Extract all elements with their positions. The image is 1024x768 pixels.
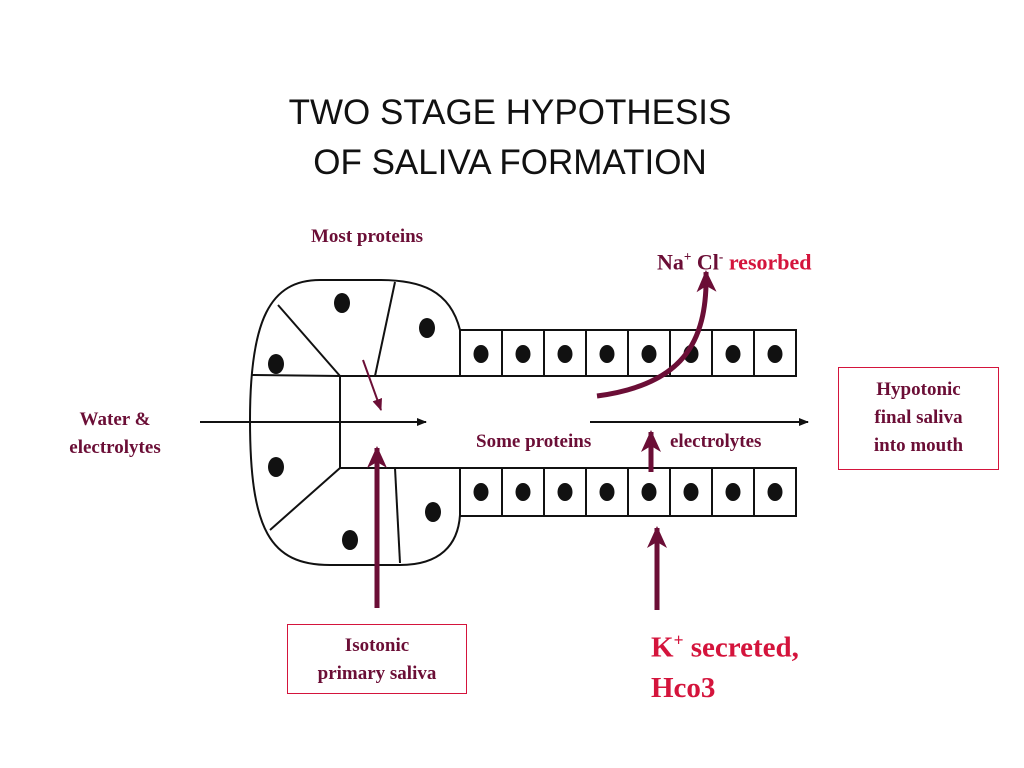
- nucleus: [425, 502, 441, 522]
- hco3-label: Hco3: [651, 671, 716, 704]
- nucleus: [683, 483, 699, 501]
- cell-divider: [269, 467, 341, 531]
- nucleus: [557, 483, 573, 501]
- page-title: TWO STAGE HYPOTHESIS OF SALIVA FORMATION: [240, 88, 780, 188]
- water-electrolytes-line: electrolytes: [69, 437, 161, 458]
- cell-divider: [394, 467, 401, 564]
- na-cl-resorbed-arrow: [596, 270, 717, 399]
- na-charge: +: [683, 249, 692, 264]
- duct-cell: [753, 467, 797, 517]
- nucleus: [725, 483, 741, 501]
- na-cl-resorbed-label: Na+ Cl- resorbed: [657, 249, 812, 275]
- nucleus: [515, 345, 531, 363]
- final-saliva-line: final saliva: [874, 407, 963, 428]
- nucleus: [334, 293, 350, 313]
- resorbed-label: resorbed: [723, 249, 812, 275]
- nucleus: [515, 483, 531, 501]
- nucleus: [641, 345, 657, 363]
- duct-top-row: [459, 329, 797, 377]
- cell-divider: [251, 374, 341, 377]
- primary-saliva-line: primary saliva: [317, 663, 437, 684]
- cl-label: Cl: [691, 249, 719, 275]
- water-electrolytes-label: Water & electrolytes: [40, 406, 190, 462]
- duct-cell: [753, 329, 797, 377]
- water-label: Water &: [79, 409, 151, 430]
- hypotonic-box: Hypotonic final saliva into mouth: [838, 367, 999, 470]
- nucleus: [268, 354, 284, 374]
- k-charge: +: [673, 630, 684, 650]
- acinus-outline: [248, 279, 461, 566]
- title-line-1: TWO STAGE HYPOTHESIS: [288, 93, 732, 132]
- electrolytes-label: electrolytes: [670, 431, 762, 452]
- nucleus: [725, 345, 741, 363]
- some-proteins-label: Some proteins: [476, 431, 592, 452]
- most-proteins-label: Most proteins: [311, 226, 424, 247]
- k-label: K: [651, 631, 674, 664]
- nucleus: [342, 530, 358, 550]
- nucleus: [557, 345, 573, 363]
- isotonic-box: Isotonic primary saliva: [287, 624, 467, 694]
- nucleus: [599, 345, 615, 363]
- nucleus: [473, 483, 489, 501]
- most-proteins-arrow: [362, 359, 382, 411]
- k-secreted-label: K+ secreted, Hco3: [651, 620, 799, 708]
- cl-charge: -: [718, 249, 724, 264]
- acinus: [248, 279, 461, 566]
- into-mouth-line: into mouth: [873, 435, 964, 456]
- isotonic-line: Isotonic: [344, 635, 410, 656]
- title-line-2: OF SALIVA FORMATION: [313, 143, 707, 182]
- nucleus: [767, 483, 783, 501]
- nucleus: [268, 457, 284, 477]
- cell-divider: [277, 304, 341, 377]
- na-label: Na: [657, 249, 684, 275]
- hypotonic-line: Hypotonic: [876, 379, 961, 400]
- nucleus: [641, 483, 657, 501]
- nucleus: [599, 483, 615, 501]
- nucleus: [473, 345, 489, 363]
- acinus-nuclei: [268, 293, 441, 550]
- cell-divider: [374, 281, 396, 377]
- nucleus: [767, 345, 783, 363]
- duct-bottom-row: [459, 467, 797, 517]
- secreted-label: secreted,: [683, 631, 799, 664]
- nucleus: [419, 318, 435, 338]
